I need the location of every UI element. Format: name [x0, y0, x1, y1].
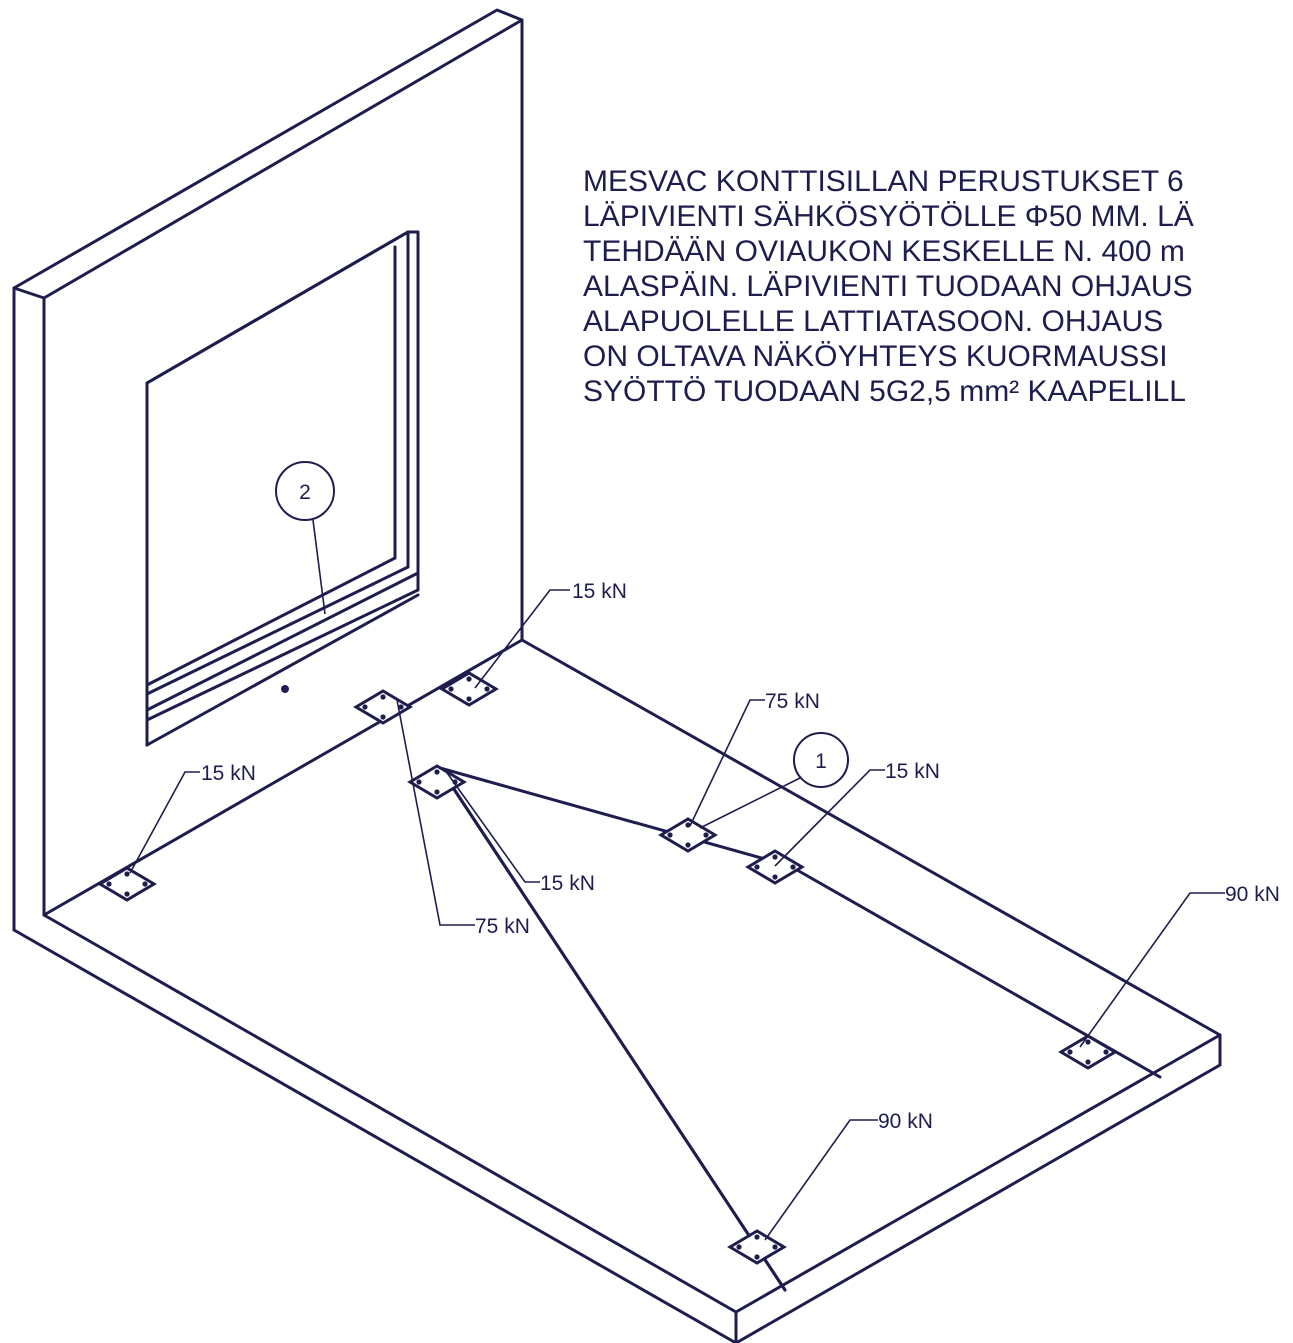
plate-inner-left-bolt-1	[416, 779, 422, 785]
load-label-front: 90 kN	[878, 1110, 933, 1133]
plate-back-corner	[439, 671, 499, 707]
plate-back-wall-left-outline	[97, 866, 157, 902]
plate-front-bolt-3	[772, 1244, 778, 1250]
wall-top-edge	[12, 8, 524, 300]
plate-right-inner-bolt-2	[772, 854, 778, 860]
callout-2: 2	[275, 461, 335, 521]
callout-1: 1	[793, 732, 849, 788]
plate-back-wall-left-bolt-3	[142, 881, 148, 887]
plate-back-corner-bolt-1	[448, 686, 454, 692]
plate-back-wall-left-bolt-2	[124, 871, 130, 877]
load-label-right-far: 90 kN	[1225, 883, 1280, 906]
plate-back-corner-outline	[439, 671, 499, 707]
plate-right-inner-outline	[745, 849, 805, 885]
plate-back-corner-bolt-3	[484, 686, 490, 692]
plate-right-inner-bolt-4	[772, 874, 778, 880]
plate-left-lower-bolt-4	[380, 714, 386, 720]
plate-right-inner-bolt-1	[754, 864, 760, 870]
plate-left-lower-bolt-3	[398, 704, 404, 710]
callout-2-number: 2	[299, 481, 311, 504]
inner-slab-outline	[438, 766, 1162, 1292]
note-line-7: SYÖTTÖ TUODAAN 5G2,5 mm² KAAPELILL	[583, 375, 1186, 408]
plate-right-far-bolt-1	[1067, 1049, 1073, 1055]
plate-back-wall-left-bolt-1	[106, 881, 112, 887]
cable-passthrough-hole	[281, 685, 289, 693]
load-label-back-corner: 15 kN	[572, 580, 627, 603]
callout-1-number: 1	[815, 750, 827, 773]
plate-right-far	[1058, 1034, 1118, 1070]
leaders	[129, 519, 1225, 1241]
plate-inner-left-bolt-2	[434, 769, 440, 775]
plate-right-far-bolt-2	[1085, 1039, 1091, 1045]
plate-center-upper-bolt-4	[685, 842, 691, 848]
plate-inner-left-bolt-4	[434, 789, 440, 795]
load-label-right-inner: 15 kN	[885, 760, 940, 783]
plate-left-lower-bolt-1	[362, 704, 368, 710]
plate-center-upper-bolt-1	[667, 832, 673, 838]
note-line-1: MESVAC KONTTISILLAN PERUSTUKSET 6	[583, 165, 1184, 198]
plate-right-far-outline	[1058, 1034, 1118, 1070]
plate-front-bolt-2	[754, 1234, 760, 1240]
plate-right-far-bolt-4	[1085, 1059, 1091, 1065]
note-line-3: TEHDÄÄN OVIAUKON KESKELLE N. 400 m	[583, 235, 1185, 268]
plate-right-inner	[745, 849, 805, 885]
floor-slab	[12, 638, 1222, 1343]
plate-front-outline	[727, 1229, 787, 1265]
plate-left-lower-outline	[353, 689, 413, 725]
note-line-6: ON OLTAVA NÄKÖYHTEYS KUORMAUSSI	[583, 340, 1168, 373]
door-opening	[145, 230, 420, 747]
plate-back-corner-bolt-2	[466, 676, 472, 682]
note-line-2: LÄPIVIENTI SÄHKÖSYÖTÖLLE Φ50 MM. LÄ	[583, 200, 1194, 233]
plate-center-upper-bolt-3	[703, 832, 709, 838]
plate-left-lower-bolt-2	[380, 694, 386, 700]
plate-center-upper-bolt-2	[685, 822, 691, 828]
plate-left-lower	[353, 689, 413, 725]
plate-front-bolt-1	[736, 1244, 742, 1250]
note-line-4: ALASPÄIN. LÄPIVIENTI TUODAAN OHJAUS	[583, 270, 1193, 303]
plate-back-corner-bolt-4	[466, 696, 472, 702]
plate-inner-left-outline	[407, 764, 467, 800]
plate-back-wall-left-bolt-4	[124, 891, 130, 897]
load-label-left-lower: 75 kN	[475, 915, 530, 938]
load-labels: 15 kN 15 kN 75 kN 15 kN 75 kN 15 kN 90 k…	[201, 580, 1280, 1133]
plate-back-wall-left	[97, 866, 157, 902]
plate-front-bolt-4	[754, 1254, 760, 1260]
load-label-back-wall-left: 15 kN	[201, 762, 256, 785]
load-label-inner-left: 15 kN	[540, 872, 595, 895]
note-line-5: ALAPUOLELLE LATTIATASOON. OHJAUS	[583, 305, 1163, 338]
plate-right-far-bolt-3	[1103, 1049, 1109, 1055]
load-label-center-upper: 75 kN	[765, 690, 820, 713]
note-block: MESVAC KONTTISILLAN PERUSTUKSET 6 LÄPIVI…	[583, 165, 1194, 408]
plate-front	[727, 1229, 787, 1265]
plate-inner-left	[407, 764, 467, 800]
plate-right-inner-bolt-3	[790, 864, 796, 870]
